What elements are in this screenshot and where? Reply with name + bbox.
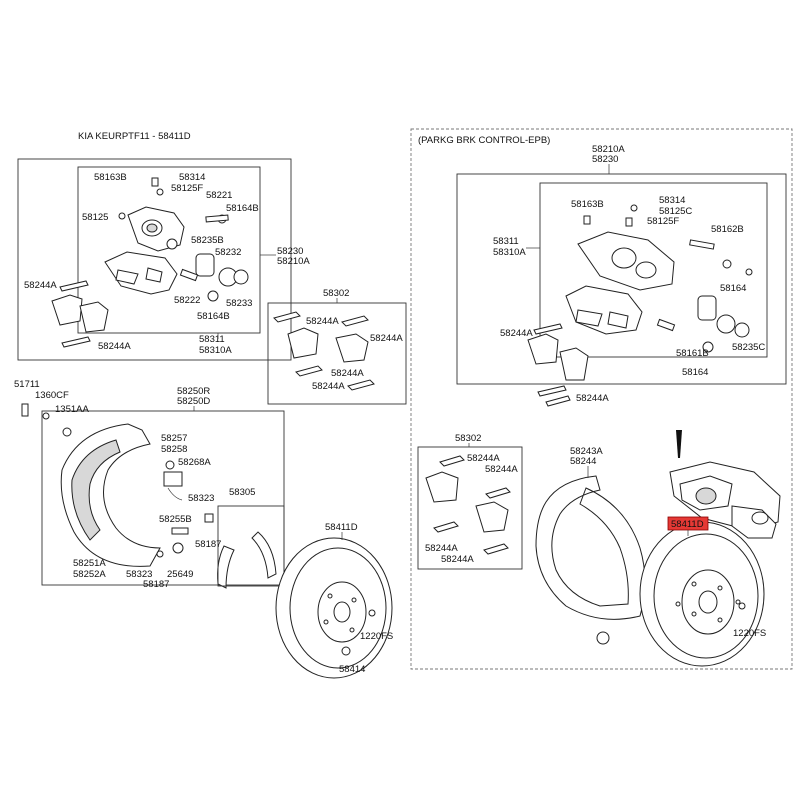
label-58125C: 58125C [659,206,692,217]
label-58244A-pk1: 58244A [306,316,339,327]
label-58250D: 58250D [177,396,210,407]
label-58163B-epb: 58163B [571,199,604,210]
label-58232: 58232 [215,247,241,258]
label-58244A-pk2: 58244A [370,333,403,344]
label-58210A: 58210A [277,256,310,267]
label-58125F-epb: 58125F [647,216,679,227]
epb-caliper-frame [456,173,787,385]
label-58235C: 58235C [732,342,765,353]
label-58164-upper: 58164 [720,283,746,294]
splash-shield-right-drawing [535,475,646,620]
epb-caliper-housing-drawing [565,204,753,353]
epb-caliper-inner-frame [539,182,768,358]
pad-kit-left-group: 58302 58244A 58244A 58244A 58244A [267,288,407,405]
label-58258: 58258 [161,444,187,455]
label-58125F: 58125F [171,183,203,194]
epb-section-frame [410,128,793,670]
left-caliper-inner-frame [77,166,261,334]
label-58311: 58311 [199,334,225,345]
backing-plate-left-group: 51711 1360CF 1351AA 58250R 58250D 58257 … [14,379,285,590]
label-58244A-pk4: 58244A [312,381,345,392]
label-58305: 58305 [229,487,255,498]
label-58163B: 58163B [94,172,127,183]
label-58164-lower: 58164 [682,367,708,378]
label-58414: 58414 [339,664,365,675]
label-58302-right: 58302 [455,433,481,444]
label-58187-upper: 58187 [195,539,221,550]
label-58411D-left: 58411D [325,522,358,533]
label-58210A-epb: 58210A [592,144,625,155]
label-58244A-rpk3: 58244A [425,543,458,554]
label-58233: 58233 [226,298,252,309]
left-caliper-group: 58163B 58314 58125F 58125 58221 58164B 5… [17,158,310,361]
diagram-title: KIA KEURPTF11 - 58411D [78,131,191,142]
label-58244A-upper: 58244A [24,280,57,291]
label-58125: 58125 [82,212,108,223]
label-58255B: 58255B [159,514,192,525]
epb-caliper-assembly [669,430,781,539]
label-58323-upper: 58323 [188,493,214,504]
label-58244A-rpk4: 58244A [441,554,474,565]
pad-kit-left-drawing [273,311,375,391]
label-58310A: 58310A [199,345,232,356]
epb-caliper-group: 58210A 58230 58163B 58314 58125C 58125F … [456,144,787,407]
label-25649: 25649 [167,569,193,580]
backing-plate-left-drawing [21,403,285,589]
label-58221: 58221 [206,190,232,201]
label-58302-left: 58302 [323,288,349,299]
label-58311-epb: 58311 [493,236,519,247]
label-1360CF: 1360CF [35,390,69,401]
label-58314-epb: 58314 [659,195,685,206]
label-58252A: 58252A [73,569,106,580]
label-58235B: 58235B [191,235,224,246]
label-58244-shield: 58244 [570,456,596,467]
pad-kit-right-frame [417,446,523,570]
label-58164B-lower: 58164B [197,311,230,322]
left-caliper-housing-drawing [104,177,249,302]
label-58244A-rpk1: 58244A [467,453,500,464]
label-58323-lower: 58323 [126,569,152,580]
pointer-arrow [676,430,682,458]
label-58243A: 58243A [570,446,603,457]
disc-right-group: 58411D 1220FS [639,516,766,667]
left-caliper-pads-drawing [51,280,109,348]
disc-right-drawing [639,521,765,667]
label-58250R: 58250R [177,386,210,397]
label-58162B: 58162B [711,224,744,235]
label-58244A-pk3: 58244A [331,368,364,379]
disc-left-group: 58411D 1220FS 58414 [275,522,393,679]
epb-title: (PARKG BRK CONTROL-EPB) [418,135,550,146]
label-58244A-rpk2: 58244A [485,464,518,475]
epb-caliper-pads-drawing [527,323,589,407]
label-51711: 51711 [14,379,40,390]
pad-kit-right-drawing [425,455,511,555]
label-58251A: 58251A [73,558,106,569]
label-58230-epb: 58230 [592,154,618,165]
backing-plate-left-frame [41,410,285,586]
label-58244A-epb-upper: 58244A [500,328,533,339]
pad-kit-right-group: 58302 58244A 58244A 58244A 58244A [417,433,523,570]
label-1351AA: 1351AA [55,404,89,415]
label-58310A-epb: 58310A [493,247,526,258]
label-58244A-lower: 58244A [98,341,131,352]
label-1220FS-left: 1220FS [360,631,393,642]
label-58222: 58222 [174,295,200,306]
label-58230: 58230 [277,246,303,257]
label-58244A-epb-lower: 58244A [576,393,609,404]
splash-shield-right-group: 58243A 58244 [535,446,646,645]
highlight-58411D-label[interactable]: 58411D [671,519,704,530]
label-58187-lower: 58187 [143,579,169,590]
label-58314: 58314 [179,172,205,183]
disc-left-drawing [275,537,393,679]
label-58161B: 58161B [676,348,709,359]
label-58268A: 58268A [178,457,211,468]
label-1220FS-right: 1220FS [733,628,766,639]
splash-shield-bolt [596,631,610,645]
left-caliper-frame [17,158,292,361]
label-58257: 58257 [161,433,187,444]
label-58164B: 58164B [226,203,259,214]
